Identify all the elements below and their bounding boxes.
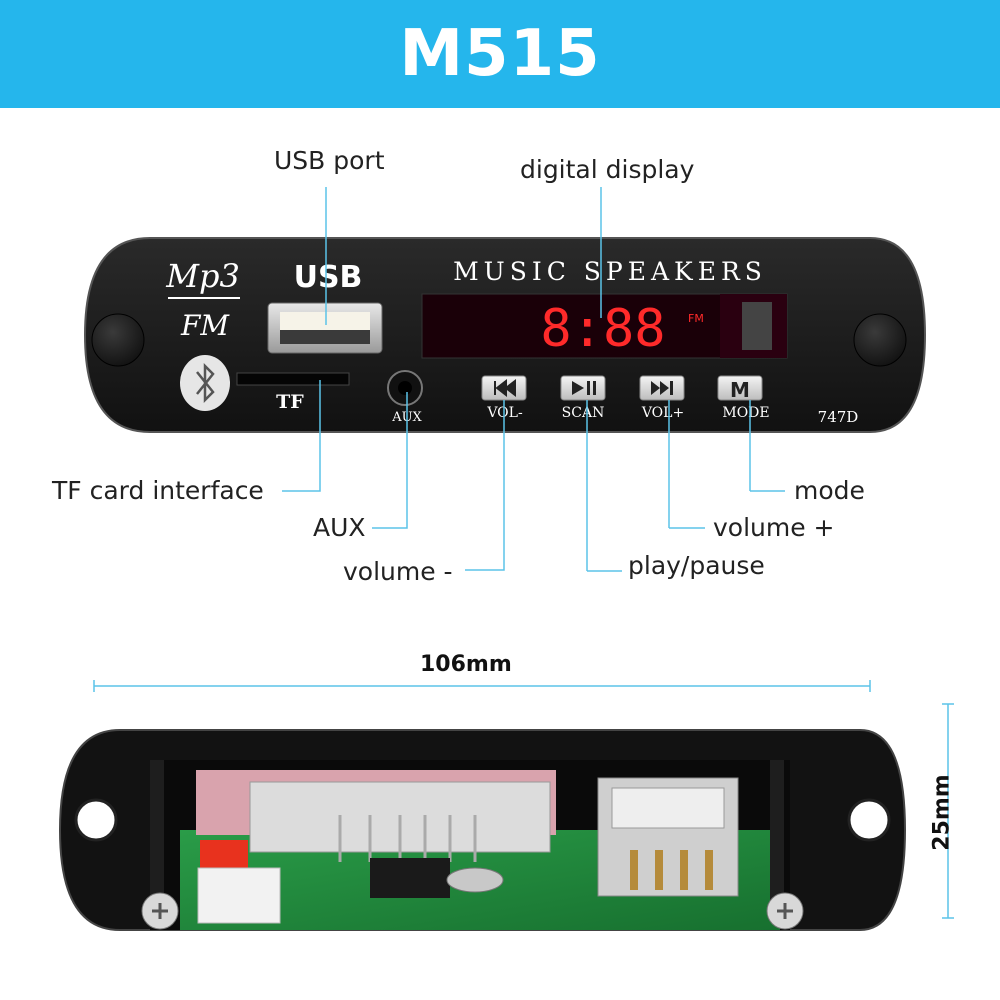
front-panel: Mp3 FM USB TF AUX MUSIC SPEAKERS [83, 237, 927, 433]
bluetooth-icon [180, 355, 230, 411]
connector-red [200, 840, 248, 870]
play-pause-icon [572, 381, 584, 395]
screw-right [766, 892, 804, 930]
digital-display: 8:88 FM [421, 293, 788, 359]
width-dimension: 106mm [420, 652, 512, 677]
callout-usb-port: USB port [274, 146, 385, 175]
usb-port[interactable] [267, 302, 383, 354]
callout-volume-plus: volume + [713, 513, 835, 542]
mount-hole-left [74, 798, 118, 842]
screw-left [141, 892, 179, 930]
tf-card-slot[interactable] [236, 372, 350, 386]
usb-label: USB [294, 260, 363, 295]
mount-hole-right [847, 798, 891, 842]
logo-mp3: Mp3 [165, 257, 240, 295]
leader-lines [282, 187, 785, 572]
display-fm-indicator: FM [688, 312, 704, 325]
mode-label: MODE [722, 405, 769, 421]
button-vol-plus[interactable] [639, 375, 685, 401]
rear-view-board [58, 729, 907, 931]
button-vol-minus[interactable] [481, 375, 527, 401]
mount-screw-left [91, 313, 145, 367]
height-dimension: 25mm [929, 774, 955, 851]
callout-aux: AUX [313, 513, 366, 542]
mode-m-icon: M [730, 378, 750, 402]
product-title: M515 [399, 17, 601, 91]
ic-chip [370, 858, 450, 898]
callout-play-pause: play/pause [628, 551, 765, 580]
vol-plus-label: VOL+ [641, 405, 684, 421]
aux-jack[interactable] [387, 370, 423, 406]
callout-mode: mode [794, 476, 865, 505]
music-speakers-label: MUSIC SPEAKERS [453, 257, 767, 286]
tf-label: TF [276, 391, 304, 413]
dimension-lines [93, 680, 954, 919]
button-scan[interactable] [560, 375, 606, 401]
connector-white [197, 867, 281, 924]
model-label: 747D [818, 408, 859, 426]
title-banner: M515 [0, 0, 1000, 108]
previous-icon [494, 378, 516, 398]
logo-fm: FM [180, 309, 230, 342]
callout-digital-display: digital display [520, 155, 695, 184]
display-digits: 8:88 [540, 299, 665, 359]
button-mode[interactable]: M [717, 375, 763, 402]
mount-screw-right [853, 313, 907, 367]
next-icon [651, 381, 669, 395]
callout-volume-minus: volume - [343, 557, 453, 586]
callout-tf-card: TF card interface [52, 476, 264, 505]
scan-label: SCAN [562, 405, 605, 421]
